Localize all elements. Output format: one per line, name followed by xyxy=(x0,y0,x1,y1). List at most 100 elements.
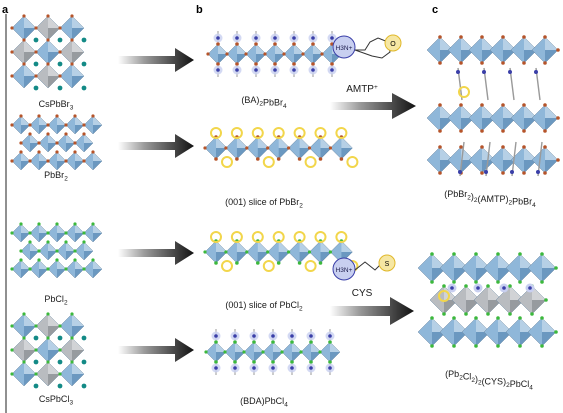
caption-text: (BDA)PbCl xyxy=(240,396,284,406)
chloride-atom xyxy=(496,316,500,320)
halide-atom xyxy=(206,52,210,56)
halide-atom xyxy=(70,38,74,42)
bromide-atom xyxy=(501,35,505,39)
cesium-atom xyxy=(81,85,87,91)
caption-sub: 4 xyxy=(284,402,288,409)
nitrogen-atom xyxy=(328,334,332,338)
halide-atom xyxy=(301,52,305,56)
halide-atom xyxy=(28,123,32,127)
bromide-atom xyxy=(459,35,463,39)
octahedron xyxy=(417,317,447,347)
octahedron xyxy=(47,115,67,135)
halide-atom xyxy=(22,38,26,42)
panel-label-c: c xyxy=(432,4,438,16)
octahedron xyxy=(65,259,85,279)
nitrogen-atom xyxy=(502,286,506,290)
octahedron xyxy=(226,43,248,65)
octahedron xyxy=(56,133,76,153)
halide-atom xyxy=(37,141,41,145)
halide-atom xyxy=(255,157,260,161)
nitrogen-atom xyxy=(309,366,313,370)
oxygen-label: O xyxy=(390,41,396,48)
slice-ba2pbbr4 xyxy=(206,31,343,77)
slice-pbcl2 xyxy=(203,231,359,272)
octahedron xyxy=(224,341,246,363)
caption-sub: 2 xyxy=(474,197,478,204)
halide-atom xyxy=(263,52,267,56)
bromide-atom xyxy=(522,61,526,65)
halide-atom xyxy=(73,249,77,253)
cesium-atom xyxy=(81,61,87,67)
nitrogen-atom xyxy=(536,170,540,174)
halide-atom xyxy=(34,74,38,78)
chloride-atom xyxy=(486,312,490,316)
cesium-atom xyxy=(57,85,63,91)
halide-atom xyxy=(58,50,62,54)
octahedron xyxy=(29,115,49,135)
halide-atom xyxy=(73,222,77,226)
middle-caption-2: (001) slice of PbBr2 xyxy=(225,197,303,210)
surface-site-highlight xyxy=(230,127,243,139)
halide-atom xyxy=(214,360,218,364)
halide-atom xyxy=(19,222,23,226)
bromide-atom xyxy=(522,35,526,39)
surface-site-highlight xyxy=(346,156,359,168)
halide-atom xyxy=(46,132,50,136)
left-caption-1: CsPbBr3 xyxy=(39,99,74,112)
halide-atom xyxy=(309,360,313,364)
octahedron xyxy=(47,151,67,171)
octahedron xyxy=(447,146,475,174)
halide-atom xyxy=(330,62,334,66)
octahedron xyxy=(74,133,94,153)
octahedron xyxy=(330,240,353,264)
octahedron xyxy=(225,240,249,264)
octahedron xyxy=(245,43,267,65)
halide-atom xyxy=(339,157,344,161)
octahedron xyxy=(264,43,286,65)
octahedron xyxy=(330,136,353,160)
octahedron xyxy=(83,223,103,243)
halide-atom xyxy=(10,372,14,376)
halide-atom xyxy=(318,157,323,161)
halide-atom xyxy=(297,261,302,265)
octahedron xyxy=(204,240,228,264)
halide-atom xyxy=(19,141,23,145)
nitrogen-atom xyxy=(292,68,296,72)
octahedron xyxy=(288,136,311,160)
halide-atom xyxy=(70,336,74,340)
halide-atom xyxy=(34,372,38,376)
halide-atom xyxy=(10,50,14,54)
bromide-atom xyxy=(480,35,484,39)
octahedron xyxy=(59,337,85,363)
nitrogen-atom xyxy=(273,68,277,72)
arrow-cys xyxy=(330,297,414,325)
halide-atom xyxy=(55,249,59,253)
nitrogen-atom xyxy=(271,366,275,370)
caption-sub: 2 xyxy=(64,300,68,307)
octahedron xyxy=(29,259,49,279)
bromide-atom xyxy=(501,129,505,133)
nitrogen-atom xyxy=(233,334,237,338)
arrow-1 xyxy=(118,48,194,72)
halide-atom xyxy=(214,261,218,265)
octahedron xyxy=(29,151,49,171)
caption-text: PbBr xyxy=(44,170,64,180)
octahedron xyxy=(262,341,284,363)
caption-text: PbBr xyxy=(263,98,283,108)
surface-site-highlight xyxy=(230,231,243,243)
octahedron xyxy=(319,341,341,363)
ethyl-chain xyxy=(354,261,383,271)
nitrogen-atom xyxy=(235,68,239,72)
octahedron xyxy=(11,15,37,41)
octahedron xyxy=(11,259,31,279)
left-structures xyxy=(10,14,103,389)
halide-atom xyxy=(10,123,14,127)
halide-atom xyxy=(235,42,239,46)
caption-text: CsPbCl xyxy=(39,394,70,404)
chloride-atom xyxy=(508,312,512,316)
halide-atom xyxy=(19,150,23,154)
caption-sub: 4 xyxy=(529,385,533,392)
halide-atom xyxy=(290,360,294,364)
octahedron xyxy=(510,36,538,64)
nitrogen-atom xyxy=(290,334,294,338)
